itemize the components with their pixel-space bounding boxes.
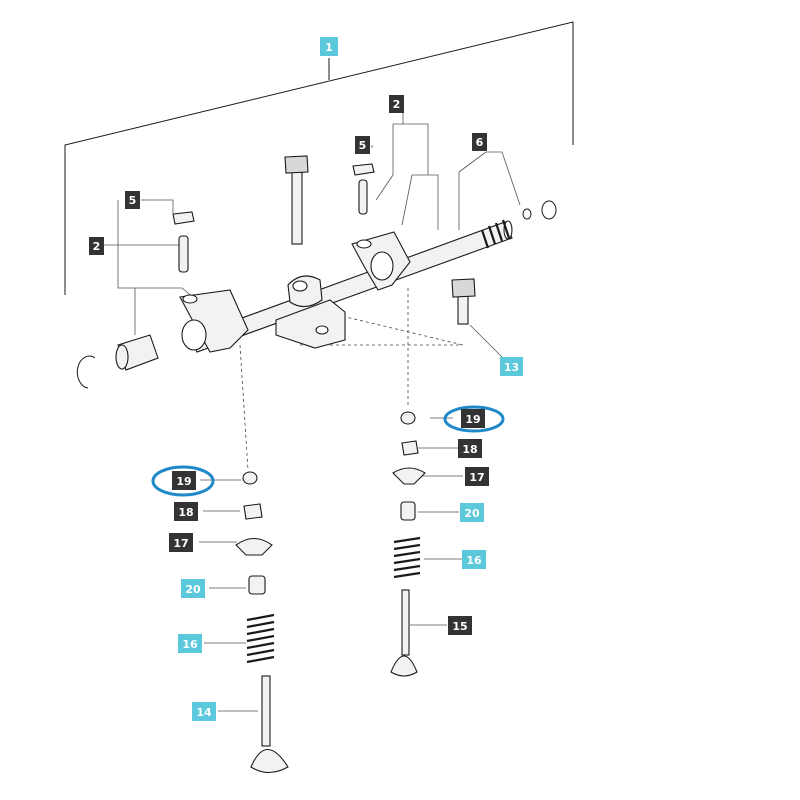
svg-text:20: 20	[185, 583, 201, 596]
svg-text:18: 18	[178, 506, 193, 519]
valve-14	[250, 675, 289, 774]
valve-stack-left	[235, 471, 289, 774]
svg-text:18: 18	[462, 443, 477, 456]
callout-19-left[interactable]: 19	[172, 471, 196, 490]
valve-spring-left	[246, 613, 275, 664]
spacer-sleeve	[115, 334, 159, 371]
svg-text:2: 2	[393, 98, 401, 111]
callout-2-top[interactable]: 2	[389, 95, 404, 113]
callout-15[interactable]: 15	[448, 616, 472, 635]
svg-text:5: 5	[359, 139, 367, 152]
callout-5-left[interactable]: 5	[125, 191, 140, 209]
circlip-right	[522, 200, 557, 220]
callout-18-right[interactable]: 18	[458, 439, 482, 458]
svg-text:20: 20	[464, 507, 480, 520]
svg-text:17: 17	[173, 537, 188, 550]
callout-17-right[interactable]: 17	[465, 467, 489, 486]
callout-20-left[interactable]: 20	[181, 579, 205, 598]
svg-text:5: 5	[129, 194, 137, 207]
callout-2-left[interactable]: 2	[89, 237, 104, 255]
svg-text:17: 17	[469, 471, 484, 484]
svg-text:15: 15	[452, 620, 467, 633]
callout-18-left[interactable]: 18	[174, 502, 198, 521]
callout-16-right[interactable]: 16	[462, 550, 486, 569]
svg-text:14: 14	[196, 706, 212, 719]
callout-16-left[interactable]: 16	[178, 634, 202, 653]
callout-20-right[interactable]: 20	[460, 503, 484, 522]
highlight-ring-19-left	[151, 465, 215, 497]
svg-text:16: 16	[466, 554, 482, 567]
callout-1[interactable]: 1	[320, 37, 338, 56]
callout-17-left[interactable]: 17	[169, 533, 193, 552]
svg-text:13: 13	[504, 361, 519, 374]
rocker-arm-right	[351, 231, 411, 291]
alignment-lines	[239, 288, 464, 471]
valve-stack-right	[390, 411, 426, 677]
bolt-top	[284, 155, 309, 245]
bolt-13	[451, 278, 476, 325]
rocker-arm-left	[179, 289, 249, 353]
svg-text:19: 19	[176, 475, 191, 488]
svg-text:19: 19	[465, 413, 480, 426]
callout-5-top[interactable]: 5	[355, 136, 370, 154]
circlip-left	[76, 355, 96, 389]
shaft-support	[275, 275, 346, 349]
highlight-ring-19-right	[443, 405, 505, 433]
adjuster-screw-left	[172, 211, 195, 273]
svg-text:16: 16	[182, 638, 198, 651]
callout-13[interactable]: 13	[500, 357, 523, 376]
leader-lines	[103, 104, 521, 712]
valve-15	[390, 589, 418, 677]
callout-14[interactable]: 14	[192, 702, 216, 721]
callout-6[interactable]: 6	[472, 133, 487, 151]
svg-text:1: 1	[325, 41, 333, 54]
svg-text:6: 6	[476, 136, 484, 149]
adjuster-screw-top	[352, 163, 375, 215]
assembly-bracket	[64, 21, 574, 295]
svg-text:2: 2	[93, 240, 101, 253]
valve-spring-right	[393, 536, 421, 579]
callout-19-right[interactable]: 19	[461, 409, 485, 428]
